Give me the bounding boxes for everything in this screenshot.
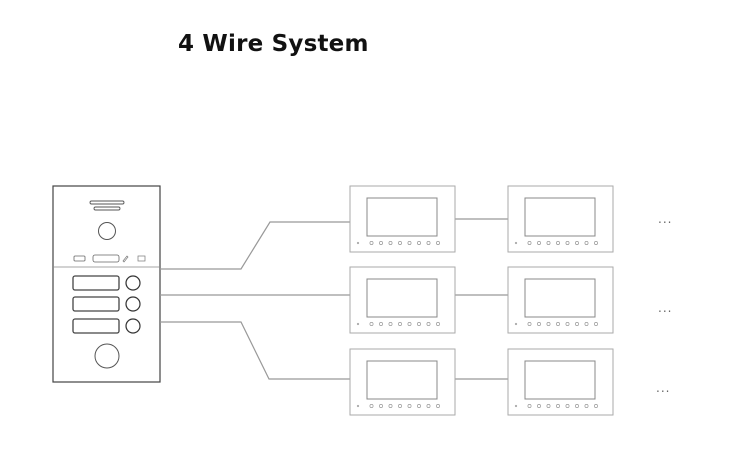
monitor-button-icon xyxy=(575,241,579,245)
monitor-button-icon xyxy=(584,404,589,408)
monitor-button-icon xyxy=(407,404,412,408)
continuation-row-2: ... xyxy=(658,301,673,315)
speaker-grille-icon xyxy=(89,200,125,205)
monitor-button-icon xyxy=(546,241,551,245)
indoor-monitor xyxy=(507,266,614,334)
wire-row-3 xyxy=(160,321,350,380)
monitor-button-icon xyxy=(527,322,532,326)
monitor-button-icon xyxy=(398,241,402,245)
monitor-button-icon xyxy=(565,404,570,408)
monitor-button-icon xyxy=(417,404,421,408)
monitor-screen xyxy=(366,360,438,400)
monitor-button-icon xyxy=(356,241,360,245)
monitor-button-icon xyxy=(575,404,579,408)
monitor-button-icon xyxy=(369,322,374,326)
monitor-button-icon xyxy=(369,241,374,245)
camera-icon xyxy=(98,222,116,240)
outdoor-station xyxy=(52,185,161,383)
wires xyxy=(160,218,508,380)
call-button xyxy=(125,275,141,291)
monitor-button-icon xyxy=(514,404,518,408)
monitor-button-icon xyxy=(594,241,598,245)
status-indicator xyxy=(92,254,120,263)
monitor-button-icon xyxy=(565,241,570,245)
monitor-button-icon xyxy=(575,322,579,326)
outdoor-station-body xyxy=(52,185,161,383)
monitor-button-icon xyxy=(388,241,393,245)
monitor-button-icon xyxy=(436,241,440,245)
monitor-button-icon xyxy=(379,322,383,326)
monitor-button-icon xyxy=(546,322,551,326)
monitor-button-icon xyxy=(556,404,560,408)
monitor-button-icon xyxy=(379,404,383,408)
indoor-monitor xyxy=(507,348,614,416)
monitor-button-icon xyxy=(426,322,431,326)
monitor-screen xyxy=(524,197,596,237)
monitor-button-icon xyxy=(407,241,412,245)
indoor-monitor xyxy=(349,266,456,334)
monitor-button-icon xyxy=(369,404,374,408)
key-icon xyxy=(122,255,129,263)
monitor-button-icon xyxy=(436,404,440,408)
monitor-button-icon xyxy=(556,241,560,245)
monitor-button-icon xyxy=(546,404,551,408)
monitor-screen xyxy=(366,278,438,318)
monitor-button-icon xyxy=(398,322,402,326)
indoor-monitor xyxy=(349,185,456,253)
continuation-row-3: ... xyxy=(656,381,671,395)
call-button xyxy=(125,296,141,312)
monitor-button-icon xyxy=(436,322,440,326)
monitor-button-icon xyxy=(514,322,518,326)
monitor-button-icon xyxy=(388,404,393,408)
monitor-button-icon xyxy=(417,241,421,245)
wire-row-1 xyxy=(160,221,350,270)
monitor-button-icon xyxy=(527,404,532,408)
card-reader-icon xyxy=(73,255,86,262)
name-plate xyxy=(72,296,120,312)
monitor-button-icon xyxy=(379,241,383,245)
name-plate xyxy=(72,275,120,291)
monitor-button-icon xyxy=(356,322,360,326)
name-plate xyxy=(72,318,120,334)
monitor-button-icon xyxy=(398,404,402,408)
monitor-button-icon xyxy=(514,241,518,245)
diagram-title: 4 Wire System xyxy=(178,31,369,57)
monitor-button-icon xyxy=(426,241,431,245)
monitors xyxy=(349,185,614,416)
monitor-button-icon xyxy=(388,322,393,326)
monitor-screen xyxy=(524,360,596,400)
unlock-button xyxy=(94,343,120,369)
indoor-monitor xyxy=(507,185,614,253)
continuation-row-1: ... xyxy=(658,212,673,226)
monitor-button-icon xyxy=(356,404,360,408)
monitor-button-icon xyxy=(407,322,412,326)
monitor-button-icon xyxy=(417,322,421,326)
monitor-button-icon xyxy=(594,322,598,326)
monitor-screen xyxy=(366,197,438,237)
speaker-grille-icon xyxy=(93,206,121,211)
call-button xyxy=(125,318,141,334)
indoor-monitor xyxy=(349,348,456,416)
monitor-button-icon xyxy=(584,322,589,326)
monitor-button-icon xyxy=(594,404,598,408)
lock-icon xyxy=(137,255,146,262)
monitor-button-icon xyxy=(556,322,560,326)
monitor-button-icon xyxy=(537,322,541,326)
monitor-button-icon xyxy=(565,322,570,326)
monitor-button-icon xyxy=(527,241,532,245)
monitor-button-icon xyxy=(426,404,431,408)
monitor-screen xyxy=(524,278,596,318)
monitor-button-icon xyxy=(537,241,541,245)
monitor-button-icon xyxy=(537,404,541,408)
monitor-button-icon xyxy=(584,241,589,245)
